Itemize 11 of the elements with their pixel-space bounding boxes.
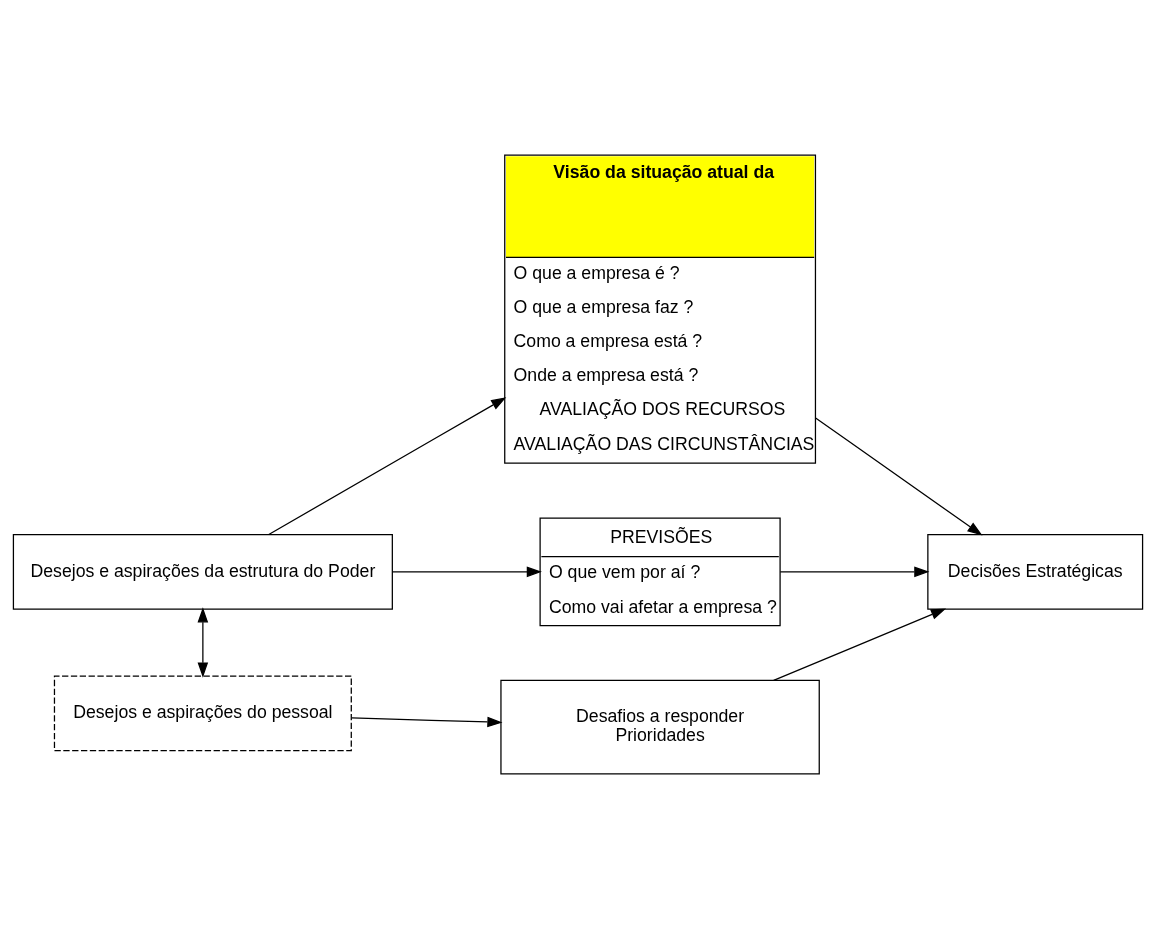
- arrow: [197, 607, 209, 678]
- node-box: Desejos e aspirações do pessoal: [53, 675, 352, 752]
- arrow: [773, 608, 947, 681]
- node-box: Desafios a responder Prioridades: [500, 679, 820, 775]
- node-box: Decisões Estratégicas: [927, 533, 1144, 610]
- arrow: [268, 397, 507, 536]
- arrow: [779, 566, 930, 578]
- arrow: [351, 716, 503, 728]
- arrow: [391, 566, 542, 578]
- arrow: [815, 417, 983, 536]
- node-box: Desejos e aspirações da estrutura do Poder: [12, 533, 393, 610]
